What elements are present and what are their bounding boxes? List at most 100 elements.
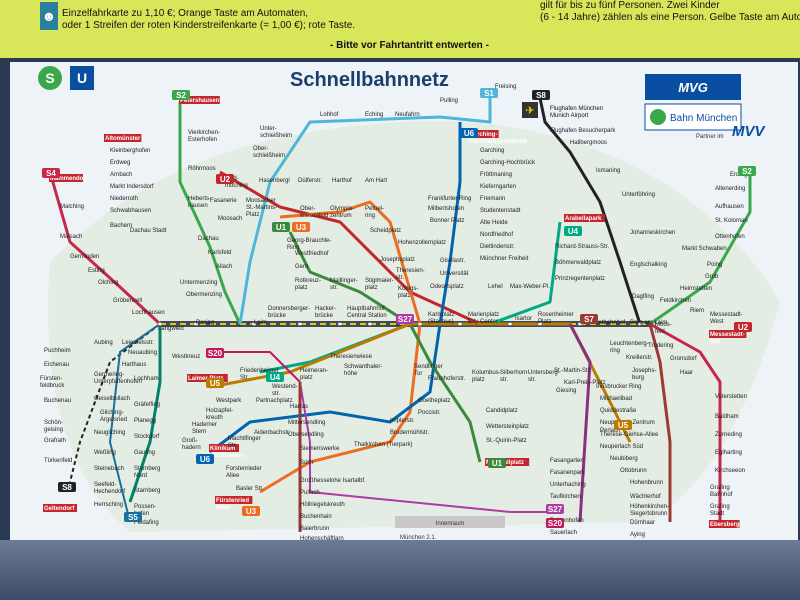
station-goetheplatz: Goetheplatz — [418, 398, 450, 404]
terminus-bg-fuerstenried_west — [215, 496, 253, 504]
station-trudering: Trudering — [648, 343, 673, 349]
s4-e-path — [649, 322, 722, 522]
station-theresienwiese: Theresienwiese — [330, 354, 373, 360]
station-labels: PetershausenVierkirchen-EsterhofenRöhrmo… — [40, 84, 748, 542]
station-garching_hochbrueck: Garching-Hochbrück — [480, 160, 536, 166]
station-bachern: Bachern — [110, 223, 132, 229]
station-rotkreuzplatz: Rotkreuz-platz — [295, 278, 321, 291]
station-hasenbergl: Hasenbergl — [259, 178, 290, 184]
display-frame-bottom — [0, 540, 800, 600]
station-holzapfelkreuth: Holzapfel-kreuth — [206, 408, 233, 421]
station-westpark: Westpark — [216, 398, 242, 404]
station-brudermuehlstr: Brudermühlstr. — [390, 430, 429, 436]
station-marker-trunk-11 — [637, 322, 643, 326]
s20-path — [210, 351, 301, 383]
svg-text:U1: U1 — [492, 459, 503, 468]
station-josephsburg: Josephs-burg — [632, 368, 656, 381]
station-daglfing: Daglfing — [632, 294, 654, 300]
station-hebertshausen: Heberts-hausen — [188, 196, 211, 209]
station-seefeld: Seefeld-Hechendorf — [94, 482, 125, 495]
info-date-text: München 2.1. — [400, 535, 437, 541]
station-oberschleissheim: Ober-schleißheim — [253, 146, 285, 159]
station-scheidplatz: Scheidplatz — [370, 228, 401, 234]
line-badge-u2: U2 — [734, 322, 752, 332]
notice-right-1: gilt für bis zu fünf Personen. Zwei Kind… — [540, 0, 720, 11]
station-neugilching: Neugilching — [94, 430, 125, 436]
station-niederroth: Niederroth — [110, 196, 138, 202]
station-therese_giehse: Therese-Giehse-Allee — [600, 432, 659, 438]
station-leuchtenbergring: Leuchtenberg-ring — [610, 341, 649, 354]
station-esting: Esting — [88, 268, 105, 274]
line-badge-s20: S20 — [206, 348, 224, 358]
station-marker-trunk-6 — [417, 322, 423, 326]
station-freising: Freising — [495, 84, 516, 90]
line-badge-s1: S1 — [480, 88, 498, 98]
station-gernlinden: Gernlinden — [70, 254, 99, 260]
station-olching: Olching — [98, 280, 118, 286]
station-muenchner_freiheit: Münchner Freiheit — [480, 256, 529, 262]
line-badge-u5: U5 — [206, 378, 224, 388]
station-ostbahnhof: Ostbahnhof — [594, 320, 625, 326]
station-arabellapark: Arabellapark — [565, 216, 602, 222]
station-hallbergmoos: Hallbergmoos — [570, 140, 607, 146]
station-stiglmaier: Stiglmaier-platz — [365, 278, 394, 291]
station-isartor: Isartor — [515, 316, 532, 322]
station-duelferstr: Dülferstr. — [298, 178, 322, 184]
s2-e-path — [649, 172, 752, 326]
station-georg_brauchle: Georg-Brauchle-Ring — [287, 238, 331, 251]
station-bonner_platz: Bonner Platz — [430, 218, 464, 224]
terminus-bg-mammendorf — [49, 174, 83, 182]
station-grafrath: Grafrath — [44, 438, 66, 444]
svg-text:S1: S1 — [484, 89, 494, 98]
notice-bottom: - Bitte vor Fahrtantritt entwerten - — [330, 40, 489, 51]
station-ebersberg: Ebersberg — [710, 522, 740, 528]
station-innsbrucker_ring: Innsbrucker Ring — [596, 384, 641, 390]
station-dietlindenstr: Dietlindenstr. — [480, 244, 515, 250]
station-waechterhof: Wächterhof — [630, 494, 661, 500]
svg-text:S20: S20 — [208, 349, 223, 358]
logo-u: U — [70, 66, 94, 90]
station-lehel: Lehel — [488, 284, 503, 290]
station-harthof: Harthof — [332, 178, 352, 184]
svg-text:U1: U1 — [276, 223, 287, 232]
station-weilling: Weßling — [94, 450, 116, 456]
terminus-bg-laimer_platz — [187, 374, 228, 382]
line-badge-u6: U6 — [196, 454, 214, 464]
station-implerstr: Implerstr. — [390, 418, 415, 424]
line-badge-s8: S8 — [532, 90, 550, 100]
s1-path — [238, 98, 492, 325]
station-buchenhain: Buchenhain — [300, 514, 332, 520]
terminus-bg-geltendorf — [43, 504, 77, 512]
svg-text:S5: S5 — [128, 513, 138, 522]
station-fuerstenfeldbruck: Fürsten-feldbruck — [40, 376, 65, 389]
station-ottobrunn: Ottobrunn — [620, 468, 647, 474]
station-schoengeising: Schön-geising — [44, 420, 63, 433]
s27-path — [299, 381, 560, 513]
station-roehrmoos: Röhrmoos — [188, 166, 216, 172]
station-marker-trunk-5 — [367, 322, 373, 326]
line-badge-u4: U4 — [564, 226, 582, 236]
station-nordfriedhof: Nordfriedhof — [480, 232, 513, 238]
station-marker-trunk-0 — [157, 322, 163, 326]
station-fraunhoferstr: Fraunhoferstr. — [428, 376, 466, 382]
station-st_koloman: St. Koloman — [715, 218, 748, 224]
station-erdweg: Erdweg — [110, 160, 130, 166]
station-boehmerwald: Böhmerwaldplatz — [555, 260, 601, 266]
station-marker-trunk-7 — [457, 322, 463, 326]
station-harras: Harras — [290, 404, 308, 410]
map-title: Schnellbahnnetz — [290, 69, 449, 91]
station-neufahrn: Neufahrn — [395, 112, 420, 118]
notice-left: Einzelfahrkarte zu 1,10 €; Orange Taste … — [62, 8, 355, 32]
notice-line-1: Einzelfahrkarte zu 1,10 €; Orange Taste … — [62, 8, 309, 19]
terminus-bg-garching_fz — [468, 130, 499, 138]
svg-text:S2: S2 — [742, 167, 752, 176]
logo-s-text: S — [45, 70, 54, 86]
station-gern: Gern — [295, 264, 308, 270]
station-westkreuz: Westkreuz — [172, 354, 200, 360]
station-geiselbullach: Geiselbullach — [94, 396, 130, 402]
svg-text:S20: S20 — [548, 519, 563, 528]
station-grub: Grub — [705, 274, 719, 280]
